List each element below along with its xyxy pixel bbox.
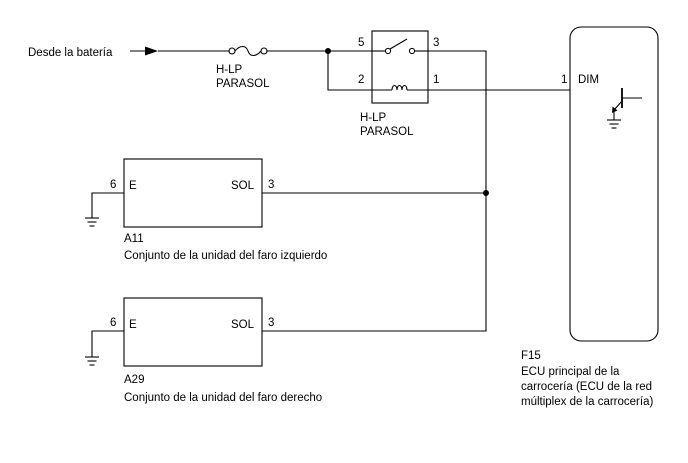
relay-label-line1: H-LP	[360, 112, 387, 124]
a11-left-headlamp-box	[123, 158, 263, 228]
a11-pin-e-label: E	[129, 180, 137, 192]
ecu-description-line2: carrocería (ECU de la red	[521, 381, 652, 393]
ecu-code: F15	[521, 350, 541, 362]
relay-switch-icon	[372, 38, 428, 55]
a11-name: Conjunto de la unidad del faro izquierdo	[124, 250, 327, 262]
a11-pin-sol-label: SOL	[231, 180, 255, 192]
relay-box	[371, 30, 429, 104]
ecu-pin-label: DIM	[578, 74, 599, 86]
a29-name: Conjunto de la unidad del faro derecho	[124, 392, 322, 404]
relay-label-line2: PARASOL	[360, 126, 414, 138]
wire-junction-to-relay-pin2	[327, 51, 372, 91]
relay-pin-1: 1	[433, 74, 439, 86]
a29-right-headlamp-box	[123, 297, 263, 367]
relay-pin-2: 2	[358, 74, 364, 86]
ecu-pin-number: 1	[561, 74, 567, 86]
wire-a29-ground	[91, 330, 124, 357]
ground-icon	[85, 217, 99, 227]
ground-icon	[85, 356, 99, 366]
a11-pin-sol-number: 3	[268, 179, 274, 191]
fuse-icon	[228, 45, 268, 57]
ecu-description-line3: múltiplex de la carrocería)	[521, 396, 653, 408]
a29-pin-e-number: 6	[110, 317, 116, 329]
a11-pin-e-number: 6	[110, 179, 116, 191]
a11-code: A11	[124, 233, 144, 245]
a29-pin-e-label: E	[129, 319, 137, 331]
fuse-label-line1: H-LP	[216, 64, 243, 76]
battery-source-label: Desde la batería	[28, 47, 113, 59]
ground-icon	[607, 119, 621, 129]
ecu-body	[569, 26, 659, 342]
wire-a11-ground	[91, 192, 124, 218]
fuse-label-line2: PARASOL	[216, 78, 270, 90]
relay-pin-5: 5	[358, 37, 364, 49]
relay-coil-icon	[372, 84, 428, 91]
transistor-icon	[612, 88, 642, 120]
a29-pin-sol-label: SOL	[231, 319, 255, 331]
arrow-right-icon	[130, 46, 158, 56]
a29-pin-sol-number: 3	[268, 317, 274, 329]
relay-pin-3: 3	[433, 37, 439, 49]
a29-code: A29	[124, 374, 144, 386]
ecu-description-line1: ECU principal de la	[521, 366, 620, 378]
